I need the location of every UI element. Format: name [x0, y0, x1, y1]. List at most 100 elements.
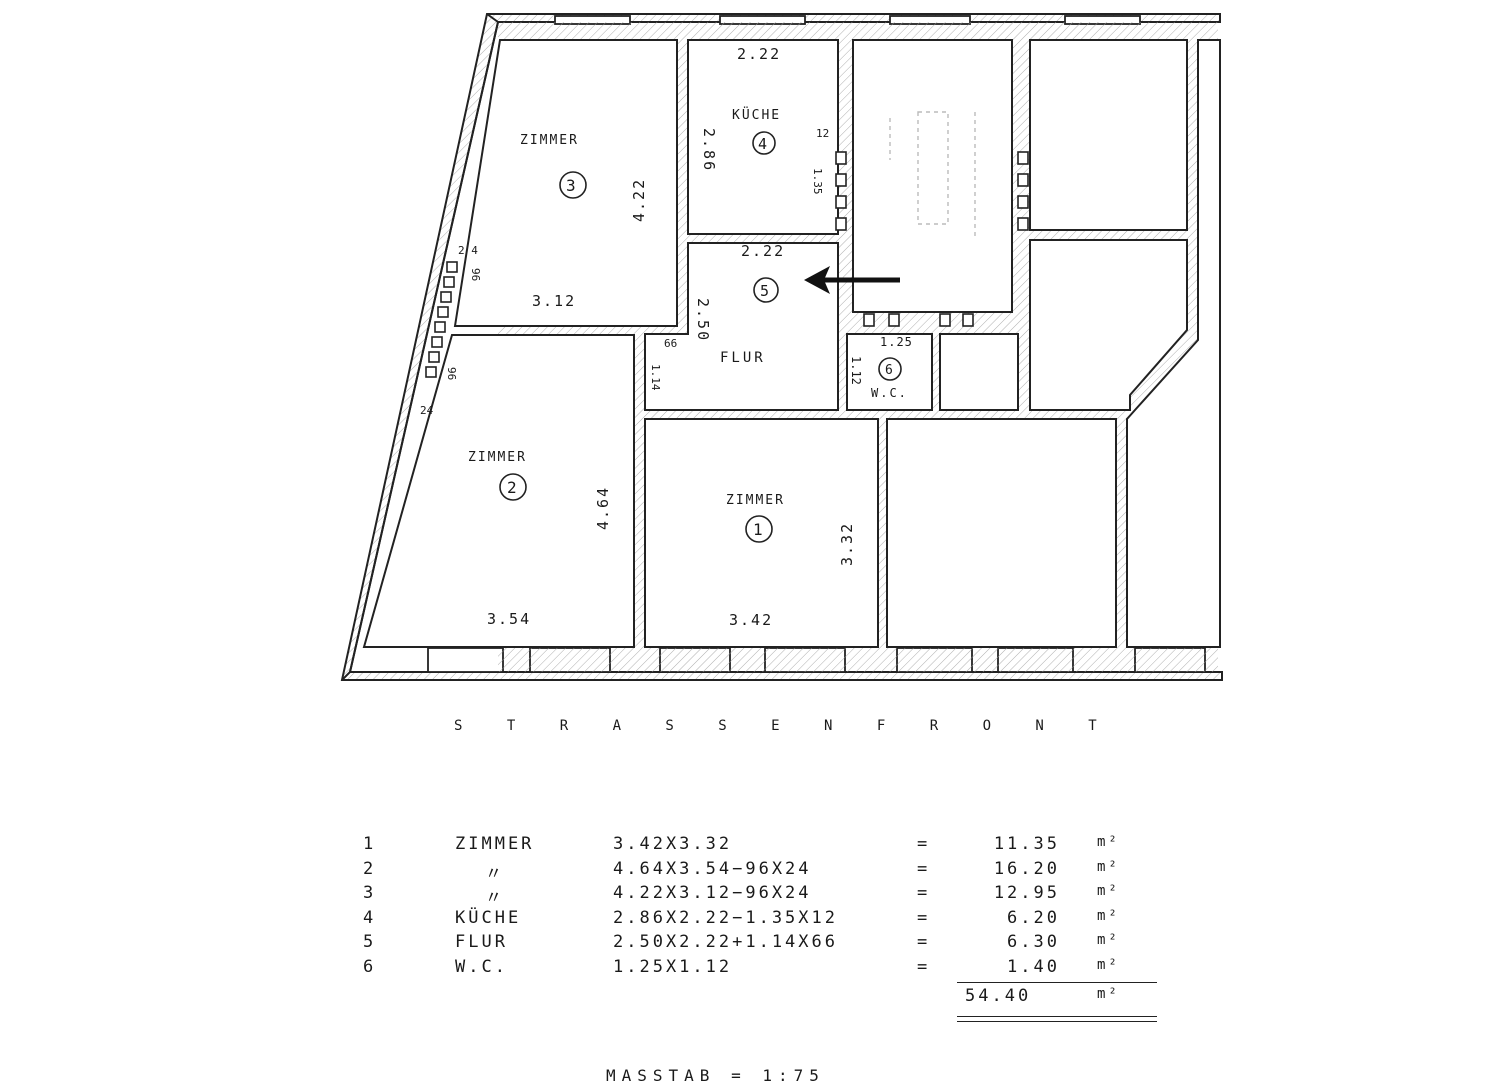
bath-fixture-sketch	[889, 111, 976, 240]
equals-sign: =	[917, 956, 931, 977]
equals-sign: =	[917, 883, 931, 903]
area-value: 16.20	[993, 858, 1060, 879]
table-row: 6 W.C. 1.25X1.12 = 1.40 m²	[355, 957, 1175, 982]
room-3-outline	[453, 39, 678, 327]
room-name: W.C.	[455, 956, 508, 977]
area-table: 1 ZIMMER 3.42X3.32 = 11.35 m² 2 〃 4.64X3…	[355, 834, 1175, 1022]
neighbour-room-c	[1029, 239, 1188, 411]
area-calculation: 2.86X2.22−1.35X12	[613, 907, 838, 928]
neighbour-room-a	[852, 39, 1013, 313]
equals-sign: =	[917, 858, 931, 879]
chimney-dim-b: 96	[469, 268, 482, 281]
room-number-circles	[499, 131, 902, 543]
chimney-dim-c: 96	[445, 367, 458, 380]
equals-sign: =	[917, 834, 931, 854]
room-6-number: 6	[885, 363, 893, 378]
total-area-value: 54.40	[965, 986, 1032, 1006]
rooms	[362, 22, 1221, 672]
table-row: 5 FLUR 2.50X2.22+1.14X66 = 6.30 m²	[355, 932, 1175, 957]
room-6-name: W.C.	[871, 386, 908, 400]
area-calculation: 2.50X2.22+1.14X66	[613, 932, 838, 952]
room-1-height: 3.32	[838, 522, 856, 566]
room-4-outline	[687, 39, 839, 235]
total-area-unit: m²	[1097, 986, 1120, 1002]
room-2-height: 4.64	[594, 486, 612, 530]
area-unit: m²	[1097, 883, 1120, 899]
room-5-sub-small: 66	[664, 337, 677, 350]
chimney-dim-a: 2 4	[458, 244, 478, 257]
area-calculation: 4.22X3.12−96X24	[613, 883, 812, 903]
room-name: KÜCHE	[455, 907, 522, 928]
room-2-outline	[362, 334, 635, 648]
room-4-sub-dim: 1.35	[811, 168, 824, 195]
room-2-name: ZIMMER	[468, 450, 527, 465]
area-unit: m²	[1097, 956, 1120, 973]
area-unit: m²	[1097, 932, 1120, 948]
entrance-arrow-icon	[804, 266, 900, 294]
room-1-name: ZIMMER	[726, 493, 785, 508]
area-value: 11.35	[993, 834, 1060, 854]
neighbour-room-b	[1029, 39, 1188, 231]
neighbour-room-f	[1126, 39, 1221, 648]
area-value: 12.95	[993, 883, 1060, 903]
room-4-width: 2.22	[737, 45, 781, 63]
room-1-outline	[644, 418, 879, 648]
room-2-number: 2	[507, 478, 517, 497]
row-number: 2	[363, 858, 377, 879]
equals-sign: =	[917, 932, 931, 952]
area-unit: m²	[1097, 907, 1120, 924]
table-row: 2 〃 4.64X3.54−96X24 = 16.20 m²	[355, 859, 1175, 884]
table-row: 3 〃 4.22X3.12−96X24 = 12.95 m²	[355, 883, 1175, 908]
row-number: 5	[363, 932, 377, 952]
area-value: 6.20	[1007, 907, 1060, 928]
room-name: 〃	[485, 888, 505, 908]
row-number: 6	[363, 956, 377, 977]
outer-wall	[340, 13, 1223, 681]
neighbour-room-d	[939, 333, 1019, 411]
room-1-number: 1	[753, 520, 763, 539]
area-value: 6.30	[1007, 932, 1060, 952]
room-5-width: 2.22	[741, 242, 785, 260]
room-6-outline	[846, 333, 933, 411]
room-5-number: 5	[760, 282, 769, 300]
room-3-name: ZIMMER	[520, 133, 579, 148]
table-row: 1 ZIMMER 3.42X3.32 = 11.35 m²	[355, 834, 1175, 859]
room-5-height: 2.50	[694, 298, 712, 342]
room-6-width: 1.25	[880, 335, 913, 349]
room-3-number: 3	[566, 176, 576, 195]
room-2-width: 3.54	[487, 610, 531, 628]
room-5-sub-dim: 1.14	[649, 364, 662, 391]
area-calculation: 3.42X3.32	[613, 834, 733, 854]
area-unit: m²	[1097, 858, 1120, 875]
room-4-name: KÜCHE	[732, 106, 781, 123]
table-row: 4 KÜCHE 2.86X2.22−1.35X12 = 6.20 m²	[355, 908, 1175, 933]
total-area: 54.40 m²	[957, 982, 1157, 1022]
room-name: FLUR	[455, 932, 508, 952]
row-number: 4	[363, 907, 377, 928]
chimney-flues	[425, 151, 1029, 378]
scale-label: MASSTAB = 1:75	[606, 1066, 825, 1085]
room-4-height: 2.86	[700, 128, 718, 172]
room-3-height: 4.22	[630, 178, 648, 222]
total-double-underline	[957, 1016, 1157, 1022]
room-5-outline	[644, 242, 839, 411]
street-front-label: S T R A S S E N F R O N T	[454, 718, 1115, 734]
room-4-sub-small: 12	[816, 127, 829, 140]
area-calculation: 1.25X1.12	[613, 956, 733, 977]
area-calculation: 4.64X3.54−96X24	[613, 858, 812, 879]
room-1-width: 3.42	[729, 611, 773, 629]
room-5-name: FLUR	[720, 350, 766, 366]
room-6-height: 1.12	[849, 356, 863, 385]
chimney-dim-d: 24	[420, 404, 434, 417]
room-name: 〃	[485, 863, 505, 884]
area-value: 1.40	[1007, 956, 1060, 977]
area-unit: m²	[1097, 834, 1120, 850]
neighbour-room-e	[886, 418, 1117, 648]
row-number: 3	[363, 883, 377, 903]
equals-sign: =	[917, 907, 931, 928]
room-4-number: 4	[758, 135, 767, 153]
room-3-width: 3.12	[532, 292, 576, 310]
row-number: 1	[363, 834, 377, 854]
room-name: ZIMMER	[455, 834, 535, 854]
